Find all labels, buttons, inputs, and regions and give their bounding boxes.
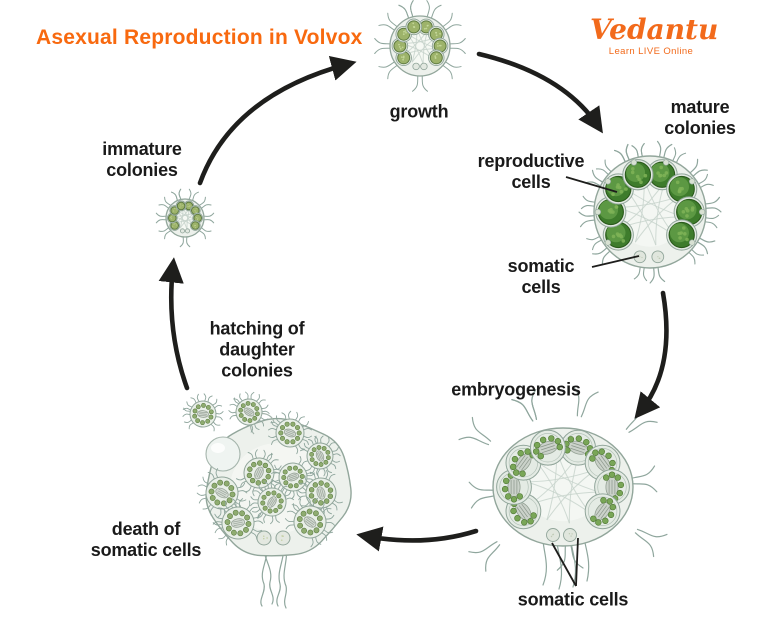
logo-wordmark: Vedantu (590, 13, 719, 46)
embryogenesis-colony-illustration (458, 385, 668, 590)
label-embryogenesis: embryogenesis (451, 379, 581, 400)
daughter-colony-illustration (300, 435, 341, 477)
cycle-arrows (158, 51, 669, 552)
immature-colony-illustration (155, 188, 215, 248)
label-reproductive-cells: reproductive cells (477, 151, 585, 192)
pointer-line (565, 176, 618, 193)
page-title: Asexual Reproduction in Volvox (36, 26, 363, 49)
mature-colony-illustration (578, 140, 722, 284)
arrow-growth-to-mature (476, 51, 603, 134)
daughter-colony-illustration (267, 410, 313, 455)
daughter-colony-illustration (228, 391, 270, 433)
label-hatching-of-daughter-colonies: hatching of daughter colonies (209, 318, 305, 381)
growth-colony-illustration (374, 0, 466, 92)
arrow-immature-to-growth (197, 56, 357, 186)
pointer-lines (551, 176, 640, 587)
label-immature-colonies: immature colonies (102, 139, 182, 180)
arrow-mature-to-embryogenesis (634, 290, 669, 419)
label-death-of-somatic-cells: death of somatic cells (90, 519, 202, 560)
label-somatic-cells-mature: somatic cells (507, 256, 575, 297)
daughter-colony-illustration (250, 479, 295, 525)
label-somatic-cells-embryo: somatic cells (517, 589, 629, 610)
daughter-colony-illustration (196, 468, 248, 518)
pointer-line (575, 537, 579, 587)
label-growth: growth (389, 101, 449, 122)
daughter-colony-illustration (284, 496, 336, 548)
dying-parent-colony-illustration (196, 410, 352, 609)
label-mature-colonies: mature colonies (664, 97, 736, 138)
daughter-colony-illustration (235, 449, 283, 497)
pointer-line (591, 255, 640, 268)
colony-illustrations (155, 0, 722, 609)
daughter-colony-illustration (182, 393, 224, 432)
pointer-line (551, 542, 577, 587)
vedantu-logo: Vedantu Learn LIVE Online (590, 13, 719, 58)
daughter-colony-illustration (212, 498, 264, 546)
logo-tagline: Learn LIVE Online (608, 46, 694, 57)
arrow-hatching-to-immature (158, 257, 190, 391)
arrow-embryogenesis-to-death (356, 526, 479, 552)
